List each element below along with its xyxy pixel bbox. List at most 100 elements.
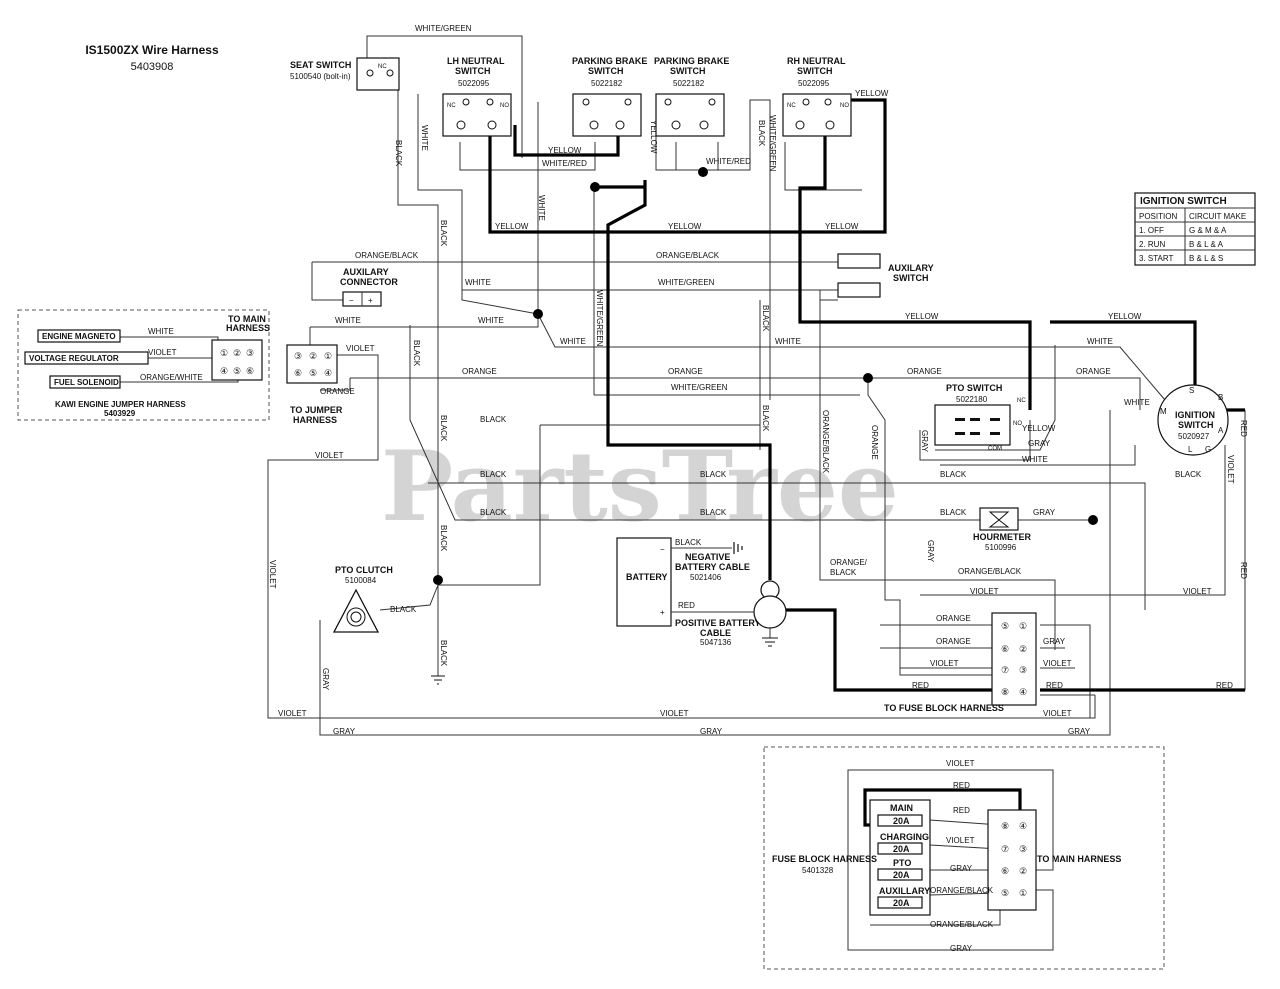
wire-label: YELLOW [649,120,658,154]
svg-text:⑧: ⑧ [1001,821,1009,831]
svg-text:20A: 20A [893,844,910,854]
svg-text:⑥: ⑥ [1001,644,1009,654]
svg-text:AUXILARY: AUXILARY [343,267,389,277]
svg-text:NC: NC [787,103,796,109]
svg-text:RED: RED [953,781,970,790]
svg-text:−: − [660,545,665,554]
wire-label: BLACK [412,340,421,367]
wire-label: GRAY [1068,727,1091,736]
svg-text:ORANGE/BLACK: ORANGE/BLACK [930,886,994,895]
svg-text:TO MAIN HARNESS: TO MAIN HARNESS [1037,854,1121,864]
wire-label: WHITE/GREEN [768,115,777,172]
svg-text:④: ④ [220,366,228,376]
wire-label: VIOLET [278,709,307,718]
svg-text:NEGATIVE: NEGATIVE [685,552,730,562]
wire-label: BLACK [940,470,967,479]
wire-label: ORANGE/BLACK [656,251,720,260]
ignition-table-cell: G & M & A [1189,226,1227,235]
svg-text:MAIN: MAIN [890,803,913,813]
svg-text:PARKING BRAKE: PARKING BRAKE [572,56,647,66]
svg-text:SWITCH: SWITCH [588,66,624,76]
pto-clutch: PTO CLUTCH 5100084 [332,565,445,685]
wire-label: YELLOW [1108,312,1142,321]
svg-text:5021406: 5021406 [690,573,722,582]
wire-label: VIOLET [1226,455,1235,484]
thick-wires [488,98,1245,827]
svg-text:③: ③ [1019,665,1027,675]
wire-label: BLACK [940,508,967,517]
wire-label: BLACK [1175,470,1202,479]
jumper-harness-box: TO MAIN HARNESS ENGINE MAGNETO VOLTAGE R… [17,309,270,421]
seat-switch: NC SEAT SWITCH 5100540 (bolt-in) [290,57,400,91]
svg-text:COM: COM [988,446,1002,452]
wire-label: RED [1239,562,1248,579]
svg-text:20A: 20A [893,870,910,880]
svg-text:⑧: ⑧ [1001,687,1009,697]
wire-label: BLACK [700,470,727,479]
svg-text:⑤: ⑤ [1001,888,1009,898]
svg-text:S: S [1189,386,1194,395]
svg-text:PARKING BRAKE: PARKING BRAKE [654,56,729,66]
svg-text:⑥: ⑥ [246,366,254,376]
wire-label: WHITE [465,278,491,287]
svg-text:HARNESS: HARNESS [293,415,337,425]
wire-label: GRAY [926,540,935,563]
svg-text:GRAY: GRAY [950,944,973,953]
battery: BATTERY − + NEGATIVE BATTERY CABLE 50214… [616,537,761,647]
wire-label: WHITE [420,125,429,151]
svg-text:SWITCH: SWITCH [1178,420,1214,430]
wire-label: WHITE [478,316,504,325]
wire-label: BLACK [480,415,507,424]
svg-text:5022095: 5022095 [458,79,490,88]
hourmeter: HOURMETER 5100996 [973,507,1031,552]
svg-text:⑥: ⑥ [1001,866,1009,876]
svg-text:WHITE: WHITE [148,327,174,336]
ignition-table-cell: B & L & S [1189,254,1223,263]
wire-label: BLACK [390,605,417,614]
svg-text:NC: NC [1017,398,1026,404]
wire-label: BLACK [439,525,448,552]
wire-label: WHITE [1022,455,1048,464]
svg-text:5022180: 5022180 [956,395,988,404]
svg-text:③: ③ [1019,844,1027,854]
wire-label: YELLOW [855,89,889,98]
ignition-table-cell: 2. RUN [1139,240,1165,249]
svg-text:⑦: ⑦ [1001,844,1009,854]
wire-label: RED [678,601,695,610]
wire-label: ORANGE/ [830,558,868,567]
voltage-regulator: VOLTAGE REGULATOR [29,354,119,363]
svg-text:PTO: PTO [893,858,911,868]
wire-label: VIOLET [930,659,959,668]
wire-label: WHITE [335,316,361,325]
wire-label: BLACK [830,568,857,577]
svg-text:TO FUSE BLOCK HARNESS: TO FUSE BLOCK HARNESS [884,703,1004,713]
svg-text:②: ② [233,348,241,358]
svg-text:M: M [1160,407,1167,416]
wire-label: WHITE/GREEN [415,24,472,33]
svg-text:NO: NO [1013,421,1022,427]
wire-label: WHITE [560,337,586,346]
svg-text:④: ④ [1019,821,1027,831]
wire-label: ORANGE/BLACK [355,251,419,260]
svg-text:5020927: 5020927 [1178,432,1210,441]
svg-text:⑤: ⑤ [309,368,317,378]
ignition-table-title: IGNITION SWITCH [1140,196,1227,207]
svg-text:VIOLET: VIOLET [946,759,975,768]
wire-label: ORANGE [936,614,971,623]
fuse-block-title: FUSE BLOCK HARNESS [772,854,877,864]
wire-label: BLACK [675,538,702,547]
diagram-part-number: 5403908 [131,61,174,73]
svg-text:B: B [1218,393,1223,402]
wire-label: ORANGE/BLACK [958,567,1022,576]
svg-text:VIOLET: VIOLET [946,836,975,845]
fuse-block-connector: ⑤ ① ⑥ ② ⑦ ③ ⑧ ④ TO FUSE BLOCK HARNESS [884,612,1037,713]
svg-text:RED: RED [953,806,970,815]
ignition-switch: IGNITION SWITCH 5020927 S M B A L G [1157,384,1229,456]
parking-brake-switch-1: PARKING BRAKE SWITCH 5022182 [572,56,647,137]
wire-label: YELLOW [495,222,529,231]
wire-label: RED [1239,420,1248,437]
diagram-title: IS1500ZX Wire Harness [85,43,219,57]
seat-switch-name: SEAT SWITCH [290,60,351,70]
ignition-table-cell: 1. OFF [1139,226,1164,235]
